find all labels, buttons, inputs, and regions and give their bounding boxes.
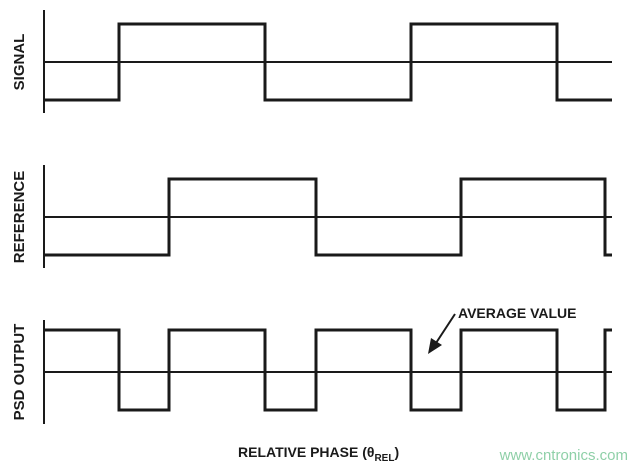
psd-output-label: PSD OUTPUT — [11, 324, 28, 421]
signal-trace: SIGNAL — [11, 10, 612, 113]
average-value-label: AVERAGE VALUE — [458, 305, 577, 321]
psd-output-trace: PSD OUTPUT — [11, 320, 612, 424]
reference-label: REFERENCE — [11, 171, 28, 264]
reference-waveform — [44, 177, 612, 257]
signal-waveform — [44, 22, 612, 102]
watermark-text: www.cntronics.com — [499, 447, 628, 464]
x-axis-label-subscript: REL — [374, 453, 394, 464]
reference-trace: REFERENCE — [11, 165, 612, 268]
x-axis-label: RELATIVE PHASE (θREL) — [238, 444, 399, 464]
signal-label: SIGNAL — [11, 34, 28, 91]
average-value-arrow-head — [428, 338, 442, 354]
psd-output-waveform — [44, 328, 612, 412]
average-value-arrow-shaft — [435, 313, 456, 344]
x-axis-label-main: RELATIVE PHASE (θ — [238, 444, 374, 460]
x-axis-label-close: ) — [394, 444, 399, 460]
average-value-annotation: AVERAGE VALUE — [428, 305, 577, 354]
